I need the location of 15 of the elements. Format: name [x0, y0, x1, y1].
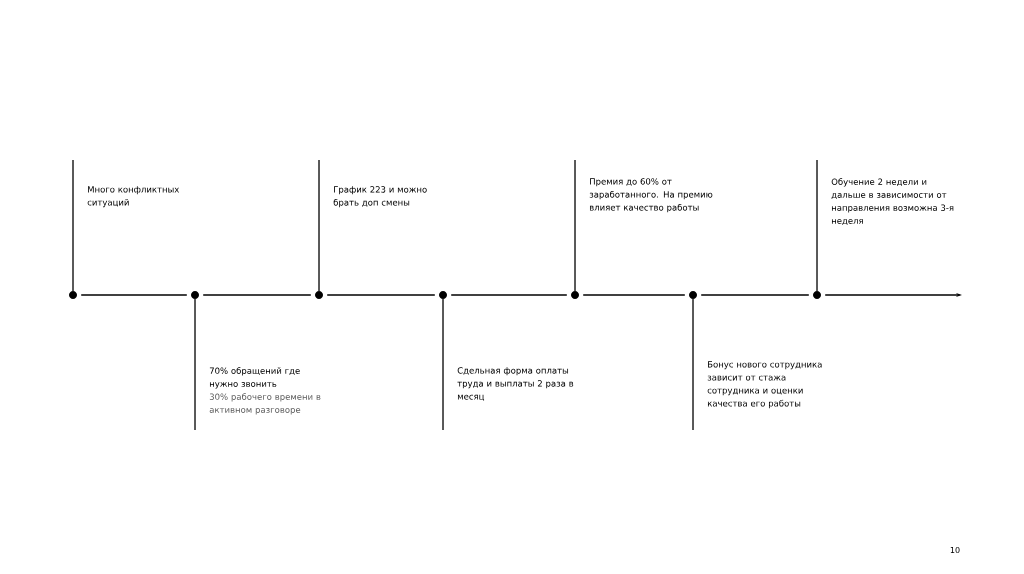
- timeline-segment: [450, 294, 568, 296]
- milestone-text: 30% рабочего времени в активном разговоре: [209, 393, 321, 415]
- milestone-text: Бонус нового сотрудника зависит от стажа сотрудника и оценки качества его работы: [707, 361, 822, 409]
- milestone-text: 70% обращений где нужно звонить: [209, 367, 300, 389]
- milestone-text: Премия до 60% от заработанного. На премию влияет качество работы: [589, 178, 713, 213]
- milestone-text: Обучение 2 недели и дальше в зависимости от направления возможна 3-я неделя: [831, 178, 954, 225]
- timeline-segment: [582, 294, 686, 296]
- timeline-segment: [80, 294, 188, 296]
- timeline-segment: [326, 294, 436, 296]
- milestone-text: График 223 и можно брать доп смены: [333, 186, 427, 208]
- timeline-segment: [202, 294, 312, 296]
- milestone-text: Сдельная форма оплаты труда и выплаты 2 раза в месяц: [457, 367, 574, 401]
- page-number: 10: [950, 547, 960, 554]
- milestone-text: Много конфликтных ситуаций: [87, 186, 180, 208]
- timeline-segment: [700, 294, 810, 296]
